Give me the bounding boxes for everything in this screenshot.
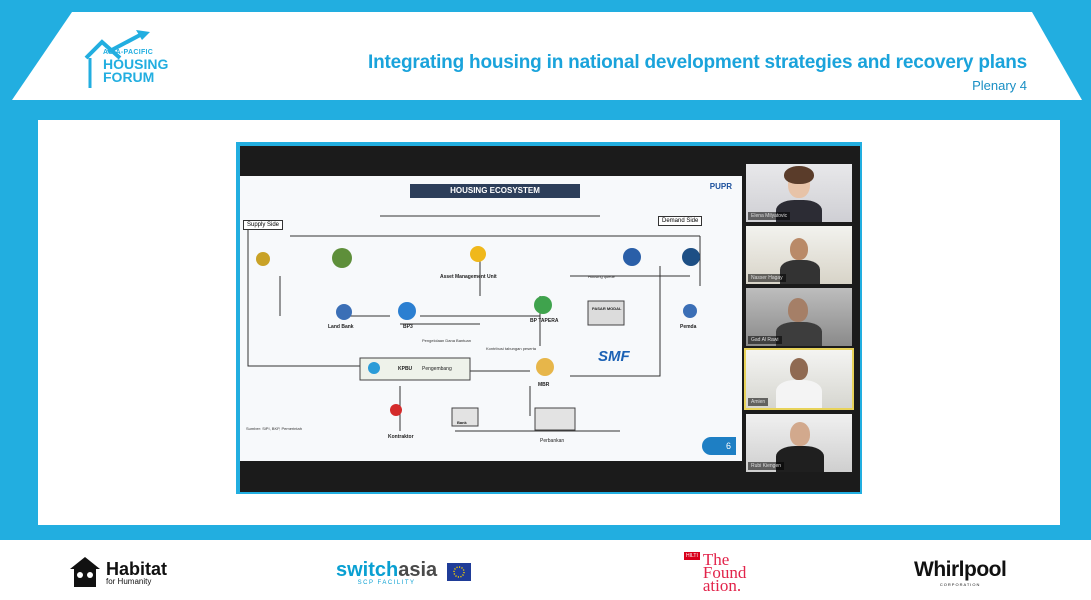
smf-logo: SMF [598,348,630,365]
session-subtitle: Plenary 4 [972,78,1027,93]
hilti-badge: HILTI [684,552,700,560]
hk-logo-icon [390,404,402,416]
asset-management-label: Asset Management Unit [440,274,497,280]
habitat-name: Habitat [106,558,168,579]
pupr-logo: PUPR [709,182,732,191]
avatar [790,238,808,260]
switchasia-logo: switchasia SCP FACILITY [336,552,472,592]
participant-name: Gad Al Rawi [748,336,782,344]
kontribusi-label: Kontribusi tabungan peserta [486,346,537,351]
housing-forum-logo-icon [84,30,150,88]
source-note: Sumber: SiPI, BKP, Pemerintah [246,426,302,431]
bp3-label: BP3 [403,324,413,330]
bp3-icon [398,302,416,320]
bank-label: Bank [457,420,467,425]
hilti-foundation-logo: HILTI The Found ation. [684,549,747,595]
land-bank-label: Land Bank [328,324,354,330]
shared-slide: HOUSING ECOSYSTEM PUPR Supply Side Deman… [240,176,742,461]
whirlpool-name: Whirlpool [914,557,1007,581]
kpbu-label: KPBU [398,366,413,372]
participant-name: Amien [748,398,769,406]
pasar-modal-label: PASAR MODAL [592,306,622,311]
session-title: Integrating housing in national developm… [368,52,1027,73]
pupr-seal-icon [470,246,486,262]
participant-tile-1[interactable]: Elena Milyatovic [746,164,852,222]
hair [784,166,814,184]
session-title-block: Integrating housing in national developm… [368,52,1027,93]
participant-tile-2[interactable]: Nasser Hagay [746,226,852,284]
ojk-seal-icon [623,248,641,266]
participant-tile-4-active-speaker[interactable]: Amien [744,348,854,410]
avatar [790,358,808,380]
kpbu-icon [368,362,380,374]
pemda-label: Pemda [680,324,697,330]
avatar [788,298,808,322]
kontraktor-label: Kontraktor [388,434,414,440]
participant-name: Nasser Hagay [748,274,786,282]
pengelolaan-dana-label: Pengelolaan Dana Bantuan [422,338,471,343]
garuda-icon [256,252,270,266]
slide-title: HOUSING ECOSYSTEM [410,184,580,198]
whirlpool-tagline: CORPORATION [939,581,981,587]
demand-side-label: Demand Side [658,216,703,226]
avatar [790,422,810,446]
habitat-tagline: for Humanity [106,576,152,586]
land-bank-icon [336,304,352,320]
header-banner [12,12,1082,100]
switchasia-tagline: SCP FACILITY [357,579,416,586]
participant-tile-3[interactable]: Gad Al Rawi [746,288,852,346]
foundation-line-1: The [702,549,730,569]
participant-tile-5[interactable]: Rubi Kiengen [746,414,852,472]
mbr-family-icon [536,358,554,376]
foundation-line-2: Found [702,562,747,582]
slide-page-number: 6 [702,437,736,455]
foundation-line-3: ation. [702,575,742,595]
switchasia-name-b: asia [398,558,438,581]
logo-text: ASIA-PACIFIC HOUSING FORUM [103,49,169,85]
habitat-house-icon [70,557,100,587]
ministry-seal-icon [332,248,352,268]
participant-name: Rubi Kiengen [748,462,785,470]
switchasia-name-a: switch [336,558,399,581]
eu-flag-icon [447,563,472,581]
mbr-label: MBR [538,382,550,388]
participant-name: Elena Milyatovic [748,212,791,220]
perbankan-label: Perbankan [540,438,565,444]
whirlpool-logo: Whirlpool CORPORATION [914,552,1007,592]
pemda-icon [683,304,697,318]
bp-tapera-label: BP TAPERA [530,318,559,324]
ecosystem-diagram-lines [247,215,701,432]
habitat-for-humanity-logo: Habitat for Humanity [68,552,167,592]
housing-queue-label: Housing queue [588,274,615,279]
supply-side-label: Supply Side [243,220,284,230]
bp-tapera-icon [534,296,552,314]
pengembang-label: Pengembang [422,366,452,372]
bank-seal-icon [682,248,700,266]
